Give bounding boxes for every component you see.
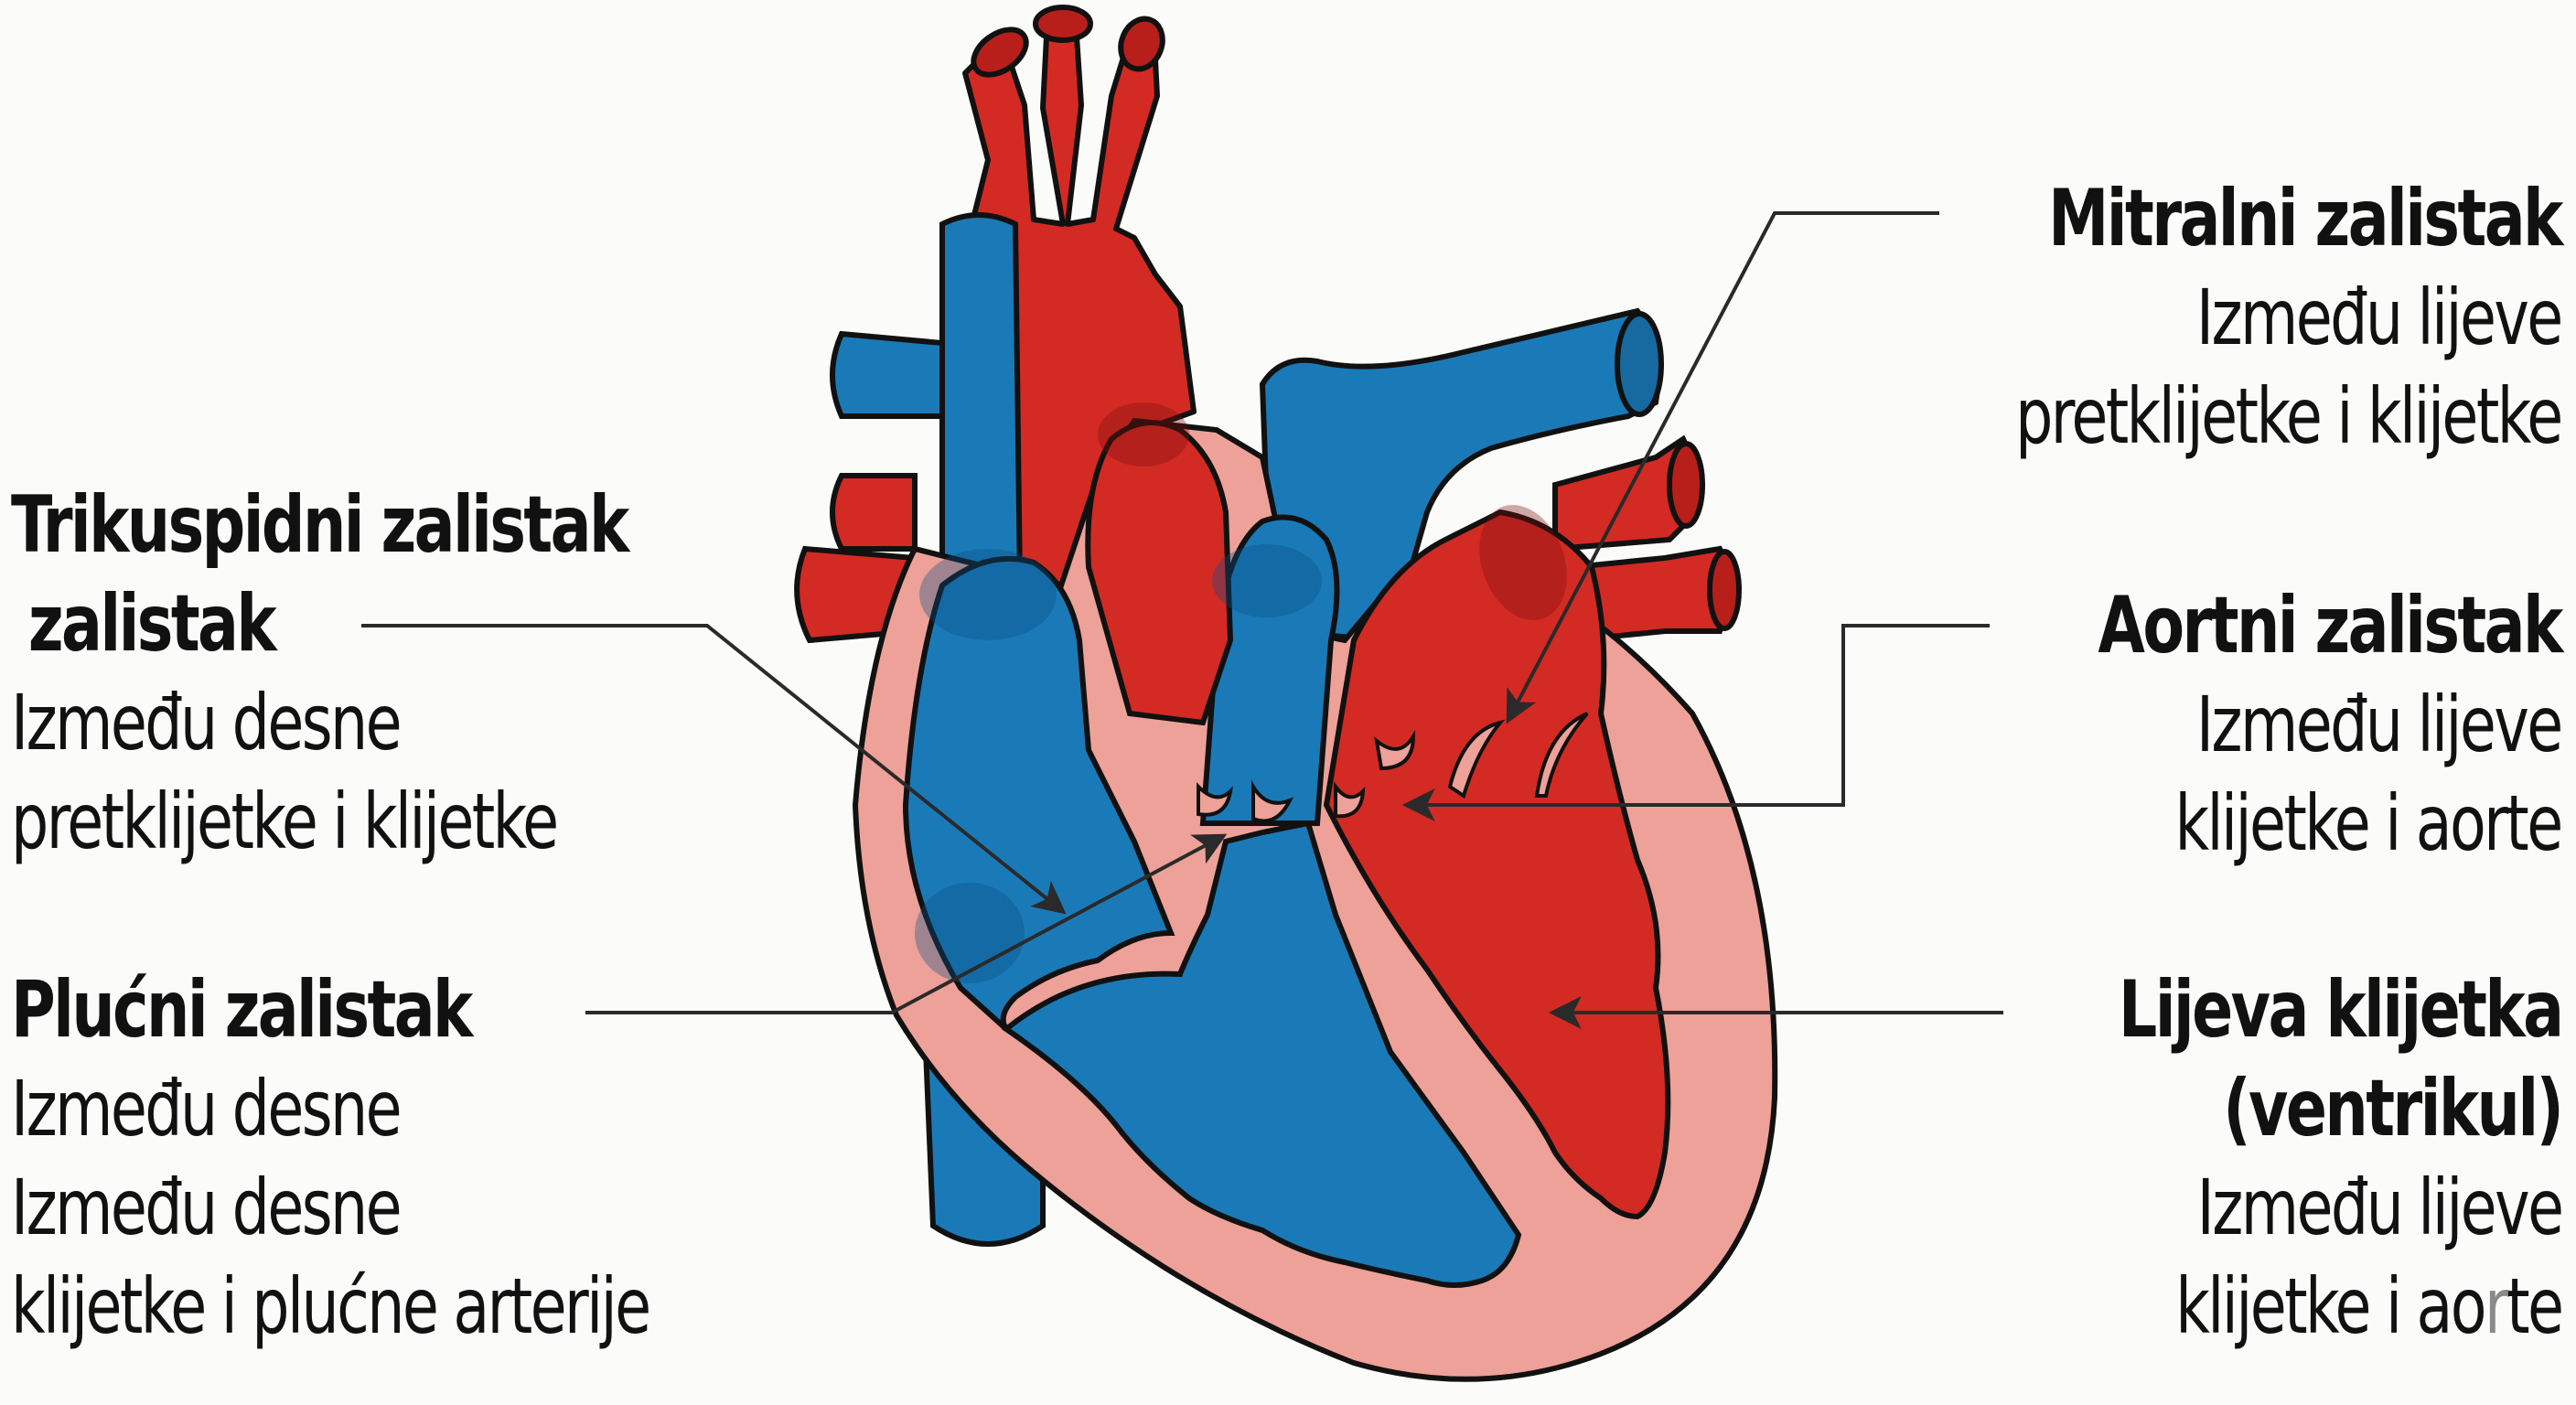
tricuspid-leader [361, 624, 1067, 915]
tricuspid-desc-line2: pretklijetke i klijetke [11, 777, 559, 866]
label-left-ventricle: Lijeva klijetka (ventrikul) Između lijev… [2118, 960, 2564, 1356]
tricuspid-title: Trikuspidni zalistak [11, 479, 629, 571]
mitral-desc-line2: pretklijetke i klijetke [2015, 371, 2563, 461]
left-ventricle-title-line2: (ventrikul) [2222, 1063, 2564, 1154]
pulmonary-title: Plućni zalistak [11, 964, 473, 1056]
desc-text-main: klijetke i ao [2174, 1261, 2486, 1351]
leader-lines [361, 211, 2003, 1029]
desc-text-faded: r [2484, 1261, 2509, 1351]
shading [915, 402, 1567, 983]
pulmonary-leader [585, 833, 1228, 1014]
mitral-title: Mitralni zalistak [2048, 173, 2563, 264]
tricuspid-desc-line1: Između desne [11, 678, 402, 767]
aortic-title: Aortni zalistak [2098, 580, 2564, 671]
tricuspid-title-line2: zalistak [27, 578, 277, 670]
pulmonary-artery [1259, 307, 1664, 644]
mitral-desc-line1: Između lijeve [2196, 273, 2563, 362]
left-ventricle-title: Lijeva klijetka [2118, 964, 2563, 1056]
pulmonary-desc-line3: klijetke i plućne arterije [11, 1261, 651, 1351]
heart-body [852, 417, 1778, 1382]
pulmonary-desc-line1: Između desne [11, 1064, 402, 1153]
label-pulmonary-valve: Plućni zalistak Između desne Između desn… [11, 960, 651, 1356]
left-ventricle-desc-line2: klijetke i aorte [2118, 1257, 2564, 1356]
label-aortic-valve: Aortni zalistak Između lijeve klijetke i… [2098, 576, 2564, 873]
valve-cusps [1197, 712, 1589, 823]
desc-text-end: te [2506, 1261, 2564, 1351]
aortic-leader [1401, 624, 1990, 821]
label-tricuspid-valve: Trikuspidni zalistak zalistak Između des… [11, 476, 629, 871]
left-ventricle-desc-line1: Između lijeve [2196, 1163, 2563, 1252]
pulmonary-desc-line2: Između desne [11, 1163, 402, 1252]
mitral-leader [1506, 211, 1939, 724]
aortic-desc-line2: klijetke i aorte [2174, 778, 2564, 868]
aortic-desc-line1: Između lijeve [2196, 680, 2563, 769]
pulmonary-veins [794, 434, 1742, 644]
label-mitral-valve: Mitralni zalistak Između lijeve pretklij… [2015, 169, 2563, 466]
